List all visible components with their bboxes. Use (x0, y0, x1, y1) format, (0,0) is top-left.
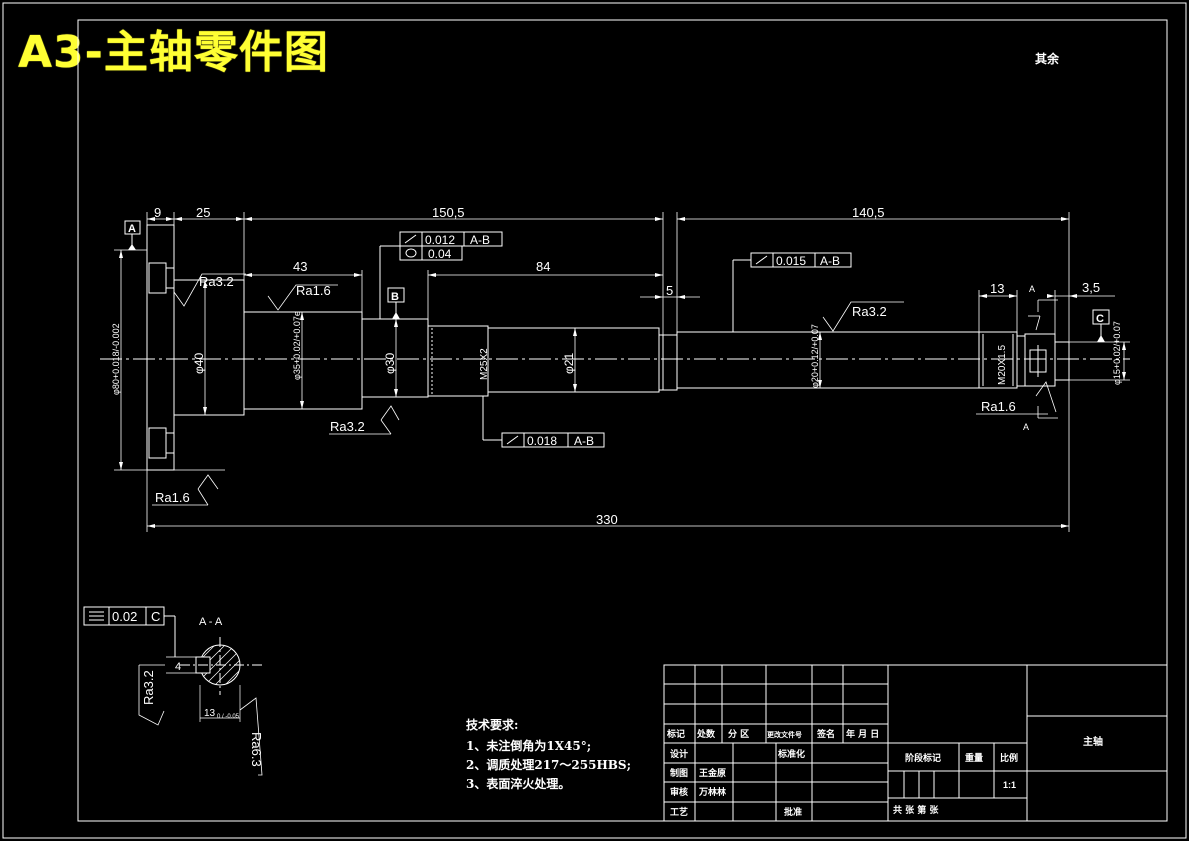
dim-dia80: φ80+0.018/-0.002 (111, 323, 121, 395)
dim-3-5: 3,5 (1082, 280, 1100, 295)
dim-140-5: 140,5 (852, 205, 885, 220)
svg-text:1、未注倒角为1X45°;: 1、未注倒角为1X45°; (466, 738, 591, 753)
datum-b: B (387, 287, 405, 319)
svg-text:Ra6.3: Ra6.3 (249, 732, 264, 767)
tolerance-frame-2: 0.015 A-B (732, 252, 852, 332)
dim-150-5: 150,5 (432, 205, 465, 220)
svg-text:A-B: A-B (470, 233, 490, 247)
dim-330: 330 (596, 512, 618, 527)
datum-a: A (124, 220, 141, 250)
dim-5: 5 (666, 283, 673, 298)
svg-text:0.02: 0.02 (112, 609, 137, 624)
dim-dia21: φ21 (562, 353, 576, 374)
tolerance-frame-3: 0.018 A-B (482, 396, 605, 448)
svg-text:0.015: 0.015 (776, 254, 806, 268)
dim-13: 13 (990, 281, 1004, 296)
tb-part-name: 主轴 (1083, 735, 1103, 748)
svg-text:0.04: 0.04 (428, 247, 452, 261)
tb-stage: 阶段标记 (905, 752, 941, 764)
tb-sign: 签名 (816, 728, 835, 740)
section-mark-a-bottom: A (1023, 422, 1029, 432)
svg-text:0.012: 0.012 (425, 233, 455, 247)
svg-text:A - A: A - A (199, 616, 223, 628)
tb-draw: 制图 (670, 767, 688, 779)
svg-text:Ra3.2: Ra3.2 (141, 670, 156, 705)
dim-dia20: φ20+0.12/+0.07 (810, 324, 820, 388)
roughness-ra3-2-shaft: Ra3.2 (852, 304, 887, 319)
tb-scale-value: 1:1 (1003, 780, 1016, 790)
dim-m20: M20X1.5 (997, 345, 1008, 385)
tb-sheets: 共 张 第 张 (893, 804, 939, 816)
svg-text:C: C (1096, 313, 1104, 325)
roughness-ra1-6-journal: Ra1.6 (296, 283, 331, 298)
svg-text:13: 13 (204, 708, 216, 719)
tb-zone: 分 区 (728, 728, 749, 740)
dim-dia15: φ15+0.02/+0.07 (1112, 321, 1122, 385)
section-mark-a-top: A (1029, 284, 1035, 294)
svg-text:4: 4 (175, 661, 181, 673)
tb-mark: 标记 (666, 728, 685, 740)
roughness-ra3-2-datum-b: Ra3.2 (330, 419, 365, 434)
tolerance-frame-1: 0.012 A-B 0.04 (379, 231, 503, 319)
svg-text:0.018: 0.018 (527, 434, 557, 448)
tb-standard: 标准化 (777, 748, 805, 760)
svg-text:B: B (391, 291, 399, 303)
svg-text:C: C (151, 609, 160, 624)
datum-c: C (1092, 309, 1110, 342)
dim-dia30: φ30 (383, 353, 397, 374)
roughness-ra1-6-end: Ra1.6 (981, 399, 1016, 414)
tb-design: 设计 (670, 748, 688, 760)
dim-dia35: φ35+0.02/+0.07e (292, 311, 302, 380)
tb-date: 年 月 日 (846, 728, 879, 740)
other-surfaces-note: 其余 (1035, 51, 1060, 66)
tb-scale: 比例 (1000, 752, 1018, 764)
roughness-ra3-2-flange: Ra3.2 (199, 274, 234, 289)
svg-text:3、表面淬火处理。: 3、表面淬火处理。 (466, 776, 570, 791)
tb-doc: 更改文件号 (767, 730, 802, 739)
dim-43: 43 (293, 259, 307, 274)
dimension-lines (114, 212, 1130, 532)
svg-text:技术要求:: 技术要求: (466, 717, 518, 732)
dimension-arrows (119, 217, 1126, 528)
svg-text:A-B: A-B (574, 434, 594, 448)
tb-process: 工艺 (670, 806, 688, 818)
tb-approve: 批准 (784, 806, 802, 818)
dim-25: 25 (196, 205, 210, 220)
tb-weight: 重量 (965, 752, 983, 764)
dim-m25: M25X2 (479, 348, 490, 380)
title-block (663, 664, 1168, 822)
drawing-frame (77, 19, 1168, 822)
tb-check: 审核 (670, 786, 688, 798)
svg-text:A: A (128, 223, 136, 235)
tb-count: 处数 (696, 728, 716, 740)
technical-requirements: 技术要求: 1、未注倒角为1X45°; 2、调质处理217～255HBS; 3、… (466, 717, 631, 791)
shaft-outline (146, 224, 1070, 471)
svg-text:A-B: A-B (820, 254, 840, 268)
dim-dia40: φ40 (192, 353, 206, 374)
drawing-title: A3-主轴零件图 (18, 27, 329, 78)
tb-checker: 万林林 (698, 786, 727, 798)
svg-text:0 / -0.05: 0 / -0.05 (217, 714, 240, 720)
dim-9: 9 (154, 205, 161, 220)
svg-text:2、调质处理217～255HBS;: 2、调质处理217～255HBS; (466, 757, 631, 772)
tb-drawer: 王金原 (699, 767, 726, 779)
section-a-a: A - A 0.02 C 4 13 0 / -0.05 (83, 606, 264, 776)
roughness-ra1-6-flange: Ra1.6 (155, 490, 190, 505)
dim-84: 84 (536, 259, 550, 274)
